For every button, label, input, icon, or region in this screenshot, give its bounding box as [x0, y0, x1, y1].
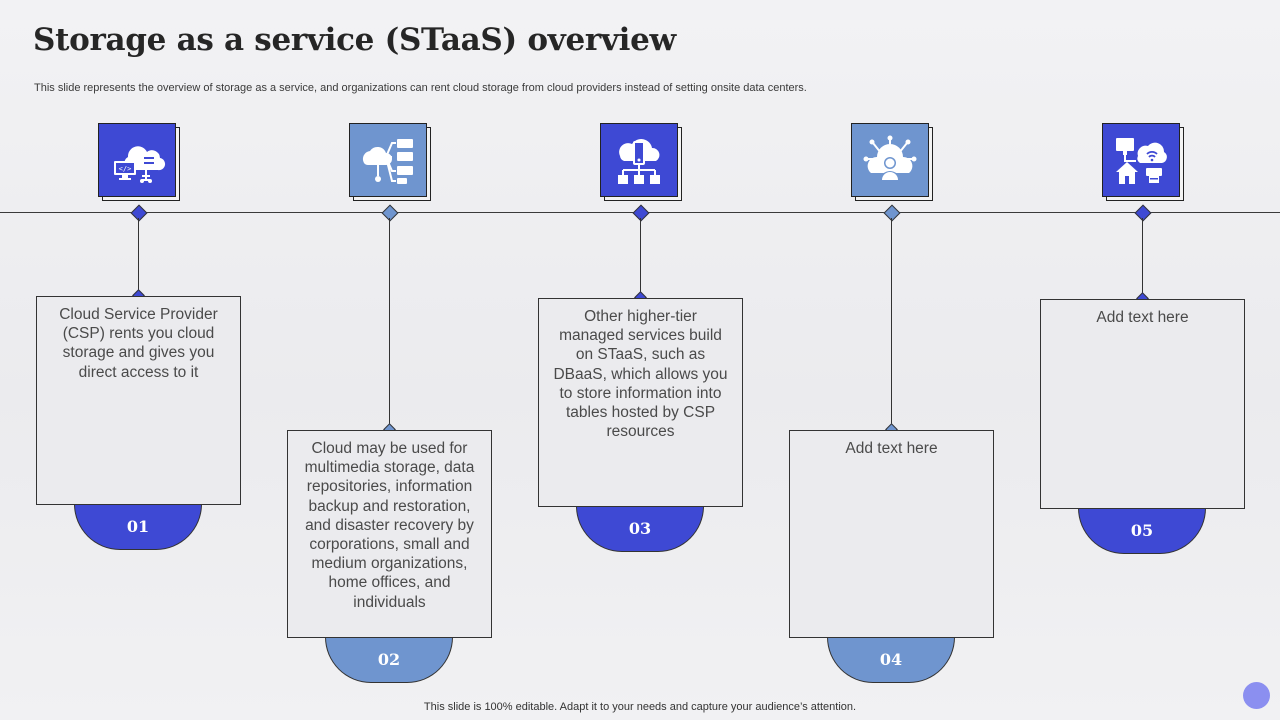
step-5-text: Add text here [1096, 309, 1189, 326]
step-3-number-badge: 03 [576, 506, 704, 552]
step-1-connector [138, 218, 139, 296]
step-3-icon-box [600, 123, 678, 197]
step-3-connector [640, 218, 641, 298]
step-2-icon-box [349, 123, 427, 197]
slide-title: Storage as a service (STaaS) overview [33, 22, 676, 58]
step-4-icon-box [851, 123, 929, 197]
corner-decoration [1243, 682, 1270, 709]
step-5-connector [1142, 218, 1143, 299]
step-2-text: Cloud may be used for multimedia storage… [304, 440, 475, 611]
slide-subtitle: This slide represents the overview of st… [34, 82, 807, 94]
step-2-timeline-marker [381, 204, 399, 222]
step-1-timeline-marker [130, 204, 148, 222]
step-1-icon-box: </> [98, 123, 176, 197]
cloud-user-icon [863, 135, 917, 181]
step-4-text: Add text here [845, 440, 938, 457]
svg-text:</>: </> [119, 165, 132, 173]
step-3-text: Other higher-tier managed services build… [553, 308, 728, 441]
step-3-timeline-marker [632, 204, 650, 222]
step-5-card: Add text here [1040, 299, 1245, 509]
step-5-number-badge: 05 [1078, 508, 1206, 554]
step-5-icon-box [1102, 123, 1180, 197]
step-2-connector [389, 218, 390, 430]
step-3-card: Other higher-tier managed services build… [538, 298, 743, 507]
home-cloud-wifi-icon [1116, 138, 1167, 184]
cloud-hierarchy-icon [618, 139, 660, 184]
step-5-timeline-marker [1134, 204, 1152, 222]
step-2-card: Cloud may be used for multimedia storage… [287, 430, 492, 638]
step-4-timeline-marker [883, 204, 901, 222]
step-1-number-badge: 01 [74, 504, 202, 550]
step-4-card: Add text here [789, 430, 994, 638]
slide-footer: This slide is 100% editable. Adapt it to… [423, 701, 857, 713]
step-2-number-badge: 02 [325, 637, 453, 683]
step-1-text: Cloud Service Provider (CSP) rents you c… [59, 306, 218, 381]
step-1-card: Cloud Service Provider (CSP) rents you c… [36, 296, 241, 505]
step-4-number-badge: 04 [827, 637, 955, 683]
cloud-network-icon [362, 139, 413, 184]
cloud-code-icon: </> [114, 146, 166, 183]
step-4-connector [891, 218, 892, 430]
